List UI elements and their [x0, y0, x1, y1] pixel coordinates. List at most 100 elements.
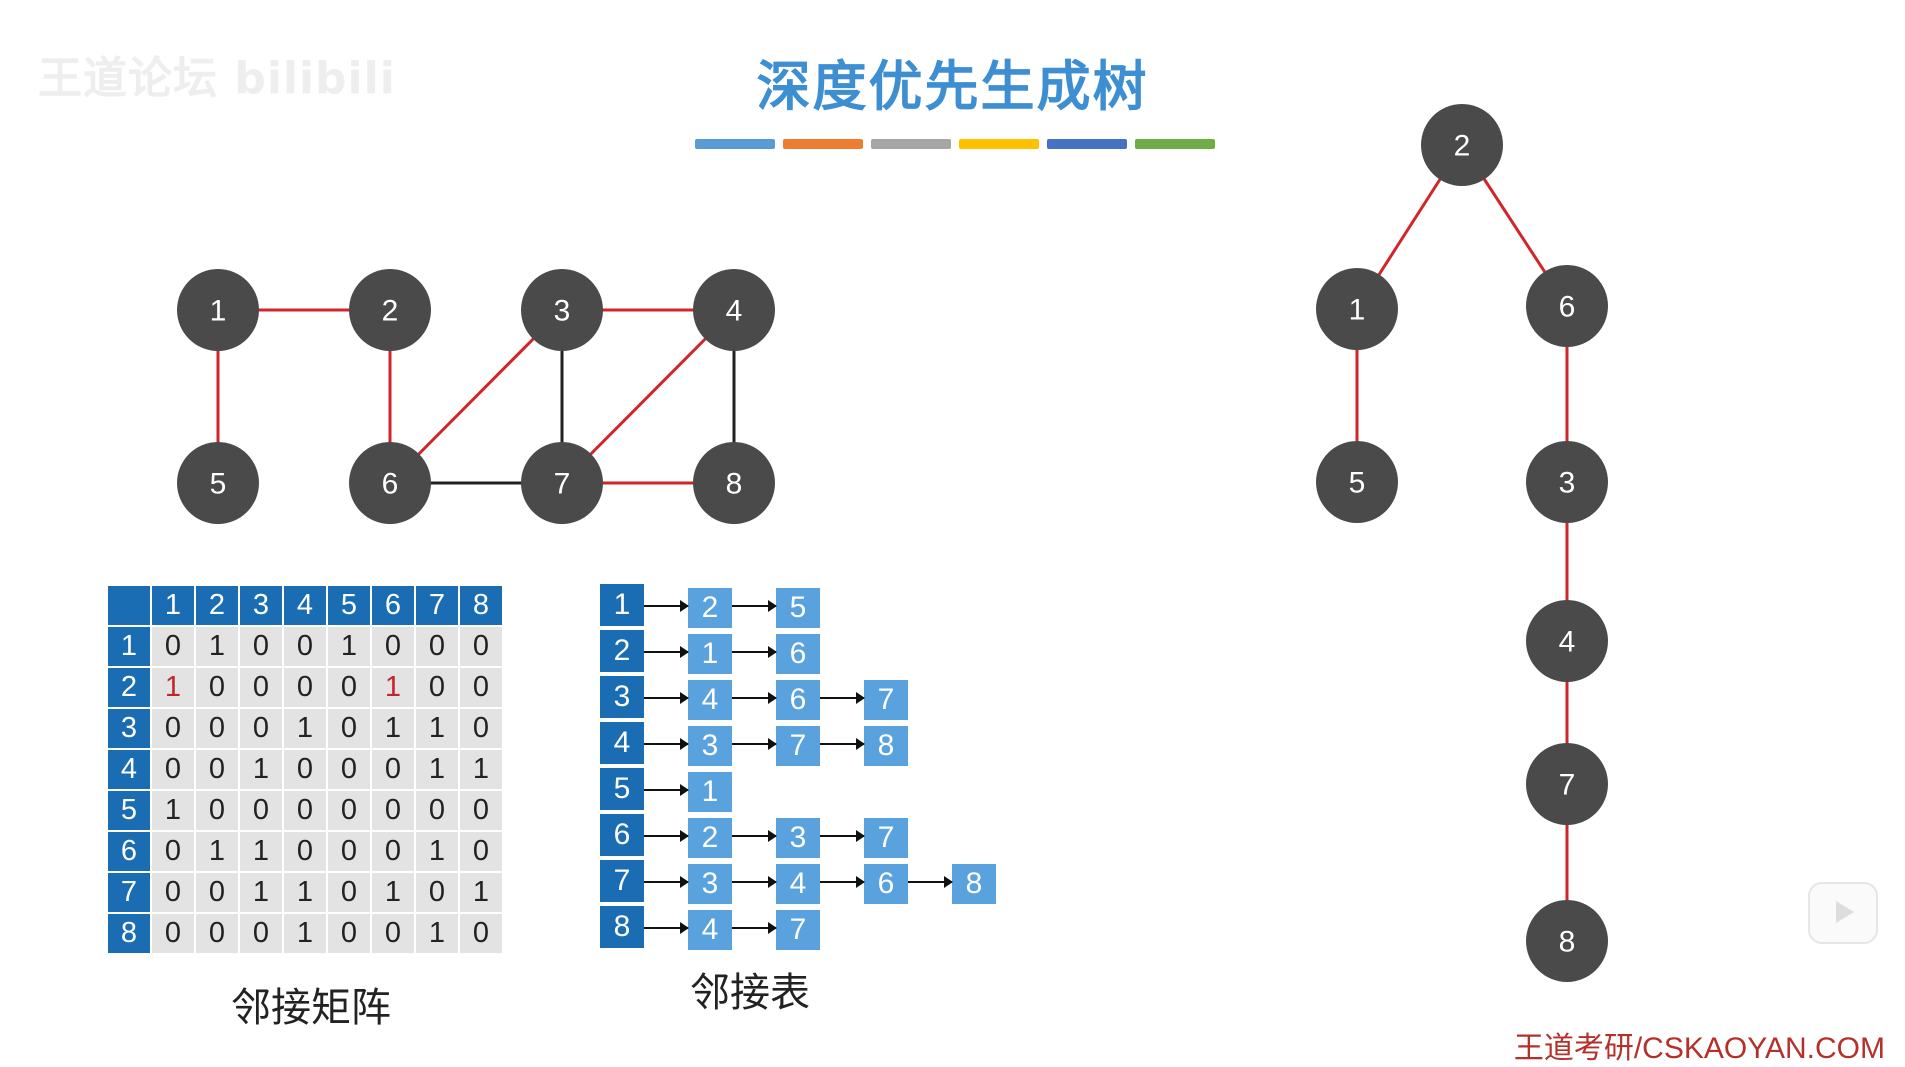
node-label: 2 [382, 295, 399, 328]
adjacency-list-head: 6 [600, 814, 644, 858]
adjacency-list-node: 3 [776, 818, 820, 858]
matrix-cell: 1 [458, 871, 504, 914]
matrix-cell: 1 [414, 748, 460, 791]
tree-node-8: 8 [1526, 900, 1608, 982]
node-circle [1421, 104, 1503, 186]
adjacency-list-node: 7 [776, 726, 820, 766]
node-circle [1316, 441, 1398, 523]
arrow-icon [820, 738, 865, 750]
matrix-cell: 0 [326, 830, 372, 873]
matrix-cell: 1 [238, 748, 284, 791]
matrix-cell: 1 [282, 707, 328, 750]
tree-node-1: 1 [1316, 268, 1398, 350]
matrix-cell: 0 [238, 789, 284, 832]
node-circle [1526, 600, 1608, 682]
matrix-cell: 0 [414, 871, 460, 914]
node-label: 4 [726, 295, 743, 328]
adjacency-list-node: 7 [776, 910, 820, 950]
arrow-icon [732, 646, 777, 658]
matrix-cell: 0 [414, 625, 460, 668]
matrix-cell: 0 [150, 912, 196, 955]
arrow-icon [644, 646, 689, 658]
matrix-cell: 0 [458, 625, 504, 668]
matrix-cell: 1 [238, 830, 284, 873]
matrix-cell: 0 [238, 666, 284, 709]
arrow-icon [644, 600, 689, 612]
matrix-row-header: 8 [106, 912, 152, 955]
arrow-icon [732, 876, 777, 888]
adjacency-list-head: 3 [600, 676, 644, 720]
matrix-cell: 0 [458, 666, 504, 709]
matrix-cell: 1 [194, 625, 240, 668]
matrix-cell: 1 [414, 912, 460, 955]
matrix-cell: 0 [326, 748, 372, 791]
tree-node-4: 4 [1526, 600, 1608, 682]
graph-node-7: 7 [521, 442, 603, 524]
matrix-row-header: 4 [106, 748, 152, 791]
node-circle [177, 269, 259, 351]
matrix-cell: 1 [414, 830, 460, 873]
matrix-column-header: 5 [326, 584, 372, 627]
matrix-cell: 1 [458, 748, 504, 791]
matrix-cell: 0 [282, 748, 328, 791]
matrix-cell: 0 [194, 789, 240, 832]
matrix-cell: 0 [150, 830, 196, 873]
play-button[interactable] [1808, 882, 1878, 944]
matrix-cell: 1 [194, 830, 240, 873]
node-circle [177, 442, 259, 524]
matrix-cell: 0 [194, 666, 240, 709]
color-bar-segment [1047, 139, 1127, 149]
node-circle [1526, 265, 1608, 347]
node-circle [521, 269, 603, 351]
matrix-column-header: 7 [414, 584, 460, 627]
arrow-icon [732, 738, 777, 750]
matrix-cell: 0 [194, 871, 240, 914]
matrix-cell: 1 [414, 707, 460, 750]
matrix-cell: 1 [282, 912, 328, 955]
arrow-icon [644, 876, 689, 888]
node-circle [1526, 743, 1608, 825]
matrix-cell: 0 [150, 707, 196, 750]
matrix-cell: 0 [238, 625, 284, 668]
node-circle [1526, 900, 1608, 982]
matrix-row-header: 5 [106, 789, 152, 832]
matrix-cell: 1 [282, 871, 328, 914]
graph-node-2: 2 [349, 269, 431, 351]
node-label: 8 [726, 468, 743, 501]
adjacency-list-node: 1 [688, 772, 732, 812]
matrix-cell: 0 [194, 748, 240, 791]
matrix-row-header: 7 [106, 871, 152, 914]
adjacency-list-head: 4 [600, 722, 644, 766]
adjacency-list-head: 5 [600, 768, 644, 812]
adjacency-list-head: 2 [600, 630, 644, 674]
adjacency-list-node: 2 [688, 588, 732, 628]
adjacency-list-head: 1 [600, 584, 644, 628]
matrix-row-header: 3 [106, 707, 152, 750]
matrix-cell: 0 [326, 912, 372, 955]
matrix-cell: 0 [414, 789, 460, 832]
matrix-column-header: 6 [370, 584, 416, 627]
matrix-cell: 0 [458, 789, 504, 832]
node-label: 2 [1454, 130, 1471, 163]
node-label: 1 [1349, 294, 1366, 327]
matrix-cell: 0 [238, 707, 284, 750]
node-circle [349, 269, 431, 351]
tree-node-7: 7 [1526, 743, 1608, 825]
adjacency-list-node: 8 [864, 726, 908, 766]
node-label: 1 [210, 295, 227, 328]
adjacency-list-node: 2 [688, 818, 732, 858]
matrix-cell: 0 [282, 789, 328, 832]
node-circle [521, 442, 603, 524]
color-bar [695, 139, 1215, 149]
arrow-icon [732, 692, 777, 704]
